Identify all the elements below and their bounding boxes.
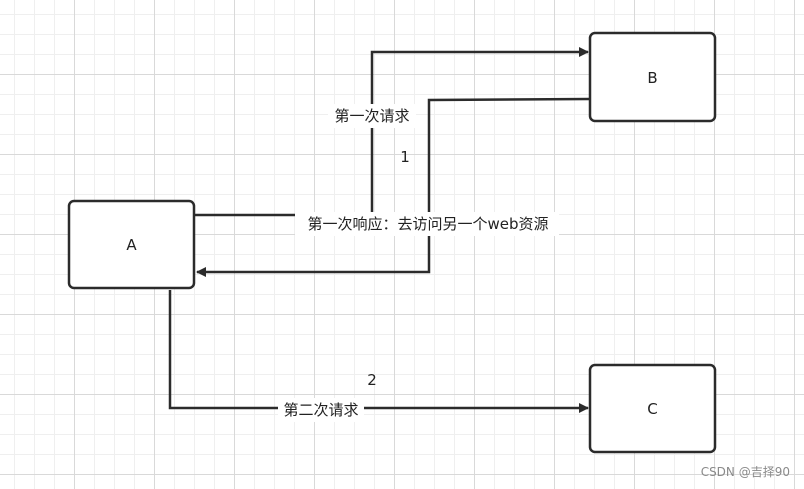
node-c: C — [588, 363, 717, 454]
edge-first-response — [196, 97, 591, 277]
edge-first-request — [195, 47, 589, 217]
edge-second-request — [168, 290, 589, 413]
node-a-label: A — [126, 236, 137, 254]
first-request-step-label: 1 — [400, 148, 410, 166]
node-b: B — [588, 31, 717, 123]
node-b-label: B — [647, 69, 657, 87]
second-request-step-label: 2 — [367, 371, 377, 389]
node-a: A — [67, 199, 196, 290]
first-response-label-bg — [295, 212, 559, 236]
second-request-label-bg — [278, 398, 364, 422]
second-request-label: 第二次请求 — [283, 401, 358, 419]
first-response-label: 第一次响应：去访问另一个web资源 — [307, 215, 548, 233]
watermark: CSDN @吉择90 — [700, 465, 790, 479]
first-request-label-bg — [328, 104, 416, 128]
node-c-label: C — [647, 400, 657, 418]
first-request-label: 第一次请求 — [334, 107, 409, 125]
